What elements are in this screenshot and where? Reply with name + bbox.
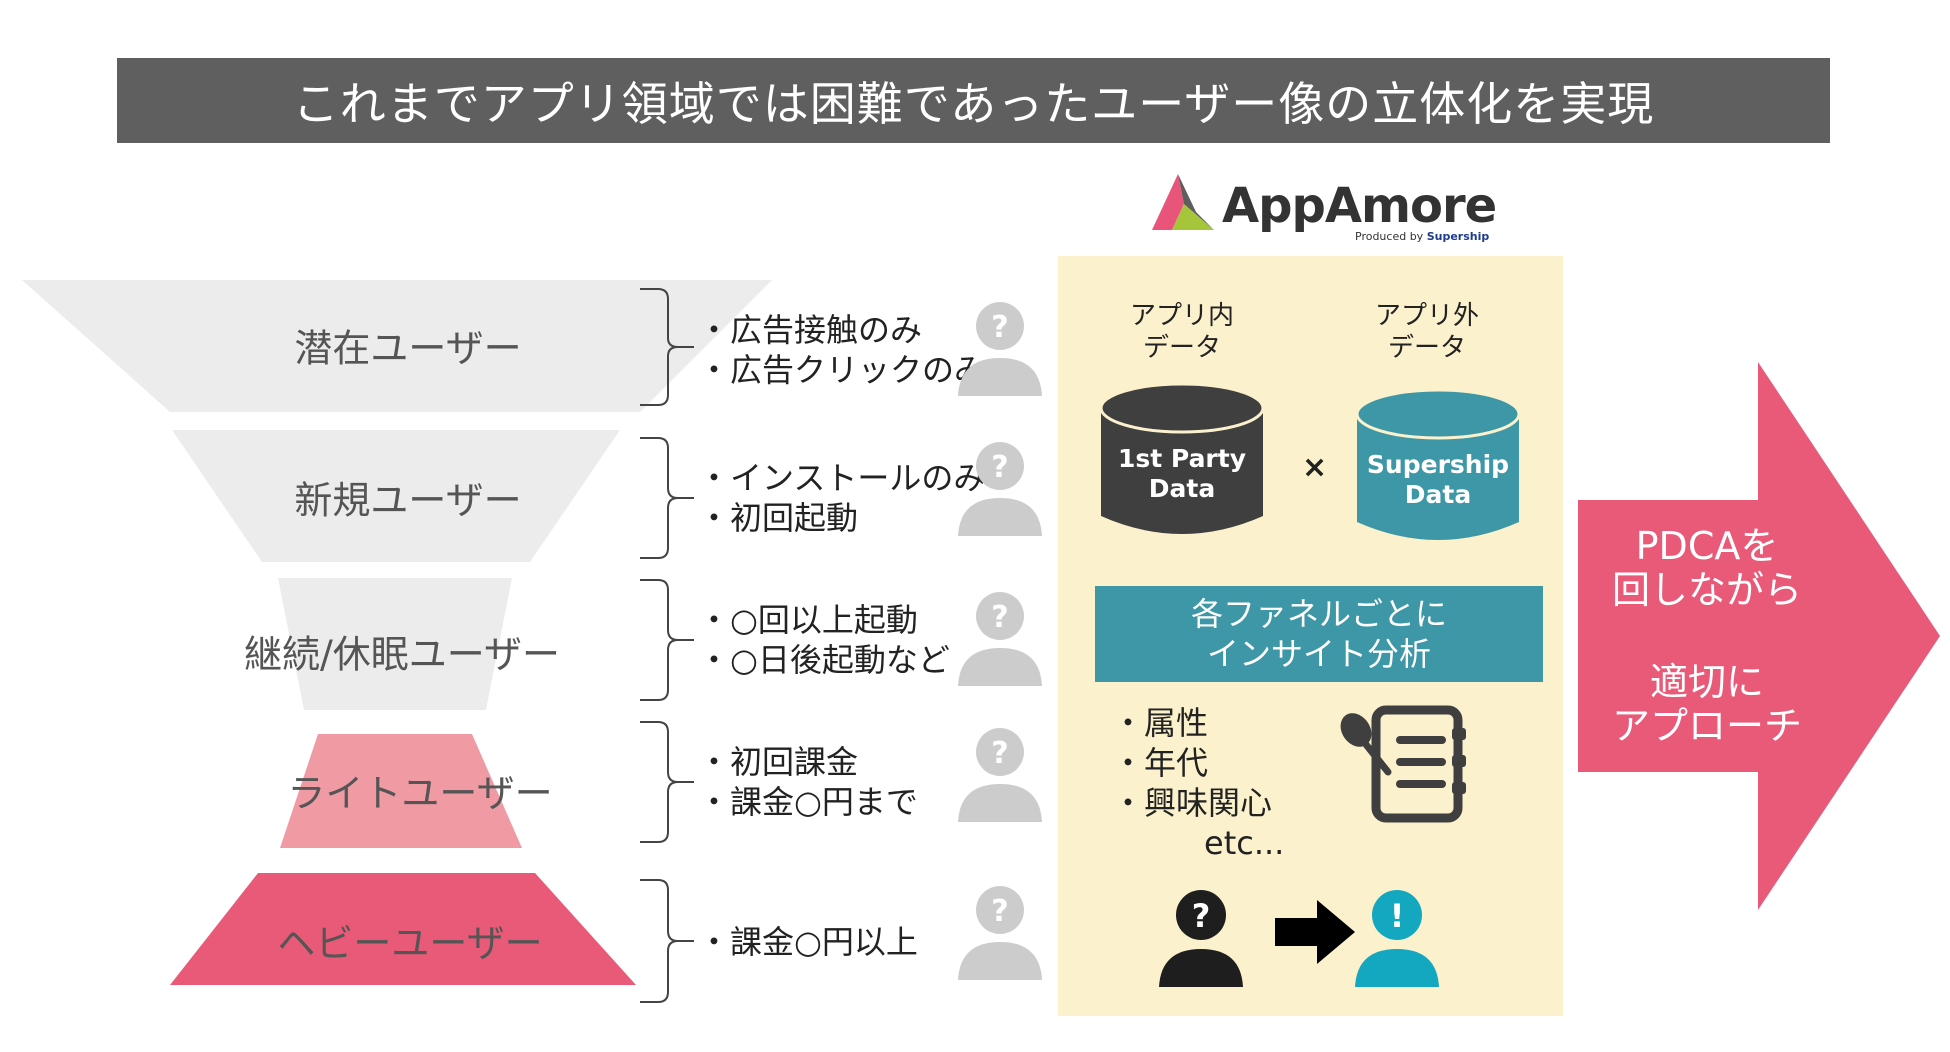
desc-item: ・課金○円以上: [698, 923, 918, 961]
title-bar: これまでアプリ領域では困難であったユーザー像の立体化を実現: [117, 58, 1830, 143]
stage-label-continuing: 継続/休眠ユーザー: [243, 632, 561, 677]
svg-text:?: ?: [991, 736, 1008, 771]
attribute-item: ・属性: [1112, 704, 1209, 742]
svg-text:?: ?: [991, 450, 1008, 485]
stage-label-light: ライトユーザー: [287, 771, 553, 816]
brace-1: [640, 288, 694, 406]
stage-desc-heavy: ・課金○円以上: [698, 922, 918, 962]
transform-arrow-icon: [1275, 900, 1355, 964]
stage-desc-new: ・インストールのみ ・初回起動: [698, 458, 985, 538]
approach-text: 適切にアプローチ: [1611, 660, 1802, 748]
stage-desc-continuing: ・○回以上起動 ・○日後起動など: [698, 600, 950, 680]
supership-database-icon: [1355, 388, 1521, 540]
brace-3: [640, 579, 694, 701]
unknown-user-icon: ?: [958, 442, 1042, 536]
multiply-icon: ×: [1302, 450, 1328, 485]
in-app-data-label: アプリ内データ: [1129, 301, 1234, 363]
brace-5: [640, 879, 694, 1003]
pdca-text: PDCAを回しながら: [1611, 524, 1802, 612]
brace-4: [640, 721, 694, 843]
unknown-user-icon: ?: [958, 302, 1042, 396]
svg-text:?: ?: [991, 600, 1008, 635]
appamore-logo: AppAmore Produced by Supership: [1150, 170, 1497, 250]
desc-item: ・広告接触のみ: [698, 311, 923, 349]
brace-2: [640, 437, 694, 559]
braces: [640, 288, 694, 1003]
stage-label-potential: 潜在ユーザー: [294, 326, 522, 371]
funnel-stage-light: [280, 734, 522, 848]
svg-text:?: ?: [991, 894, 1008, 929]
attribute-item: ・年代: [1112, 744, 1209, 782]
attribute-item: etc...: [1204, 824, 1285, 862]
svg-text:!: !: [1390, 897, 1405, 935]
desc-item: ・初回起動: [698, 499, 859, 537]
funnel-stage-new: [172, 430, 620, 562]
funnel-stage-heavy: [170, 873, 636, 985]
out-app-data-label: アプリ外データ: [1374, 301, 1479, 363]
unknown-user-icon: ?: [958, 728, 1042, 822]
unknown-persona-icon: ?: [1159, 890, 1243, 987]
unknown-user-icon: ?: [958, 886, 1042, 980]
desc-item: ・課金○円まで: [698, 783, 918, 821]
insight-analysis-banner: 各ファネルごとにインサイト分析: [1095, 586, 1543, 682]
desc-item: ・○日後起動など: [698, 641, 950, 679]
first-party-database-icon: [1099, 382, 1265, 534]
attribute-list: ・属性 ・年代 ・興味関心 etc...: [1112, 703, 1284, 863]
desc-item: ・インストールのみ: [698, 459, 986, 497]
known-persona-icon: !: [1355, 890, 1439, 987]
stage-desc-light: ・初回課金 ・課金○円まで: [698, 742, 918, 822]
desc-item: ・○回以上起動: [698, 601, 918, 639]
stage-label-new: 新規ユーザー: [294, 478, 522, 523]
unknown-user-icon: ?: [958, 592, 1042, 686]
logo-produced-by: Produced by Supership: [1355, 230, 1490, 243]
svg-text:?: ?: [991, 310, 1008, 345]
funnel-stage-continuing: [278, 578, 512, 710]
logo-name: AppAmore: [1222, 178, 1497, 234]
page-title: これまでアプリ領域では困難であったユーザー像の立体化を実現: [292, 76, 1655, 131]
desc-item: ・初回課金: [698, 743, 859, 781]
stage-label-heavy: ヘビーユーザー: [277, 921, 543, 966]
desc-item: ・広告クリックのみ: [698, 351, 987, 389]
appamore-logo-mark: [1152, 174, 1214, 230]
attribute-item: ・興味関心: [1112, 784, 1273, 822]
svg-text:?: ?: [1192, 897, 1211, 935]
funnel-stage-potential: [22, 280, 772, 412]
stage-desc-potential: ・広告接触のみ ・広告クリックのみ: [698, 310, 986, 390]
notepad-pen-icon: [1340, 705, 1466, 823]
pdca-arrow: [1578, 362, 1940, 910]
